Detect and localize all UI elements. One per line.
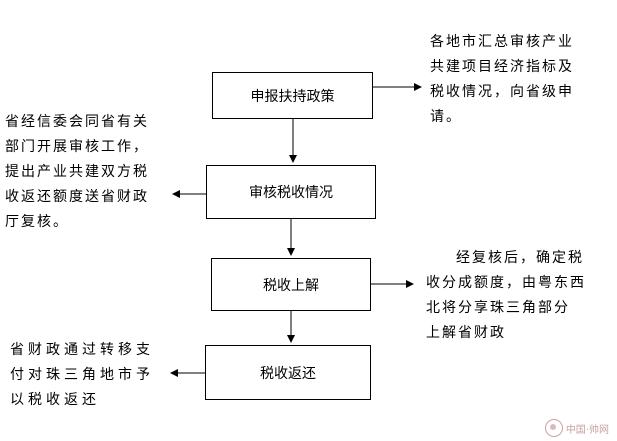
watermark: 中国·帅网 xyxy=(544,419,609,437)
note-right-middle: 经复核后，确定税 收分成额度，由粤东西 北将分享珠三角部分 上解省财政 xyxy=(426,246,586,346)
box-apply-policy-label: 申报扶持政策 xyxy=(250,88,335,105)
note-line: 提出产业共建双方税 xyxy=(5,164,149,180)
note-line: 税收情况，向省级申 xyxy=(430,84,574,100)
note-top-right: 各地市汇总审核产业 共建项目经济指标及 税收情况，向省级申 请。 xyxy=(430,30,574,130)
note-line: 厅复核。 xyxy=(5,214,69,230)
box-submit-tax-label: 税收上解 xyxy=(263,277,319,294)
box-review-tax: 审核税收情况 xyxy=(206,165,376,219)
box-review-tax-label: 审核税收情况 xyxy=(249,185,333,201)
note-line: 经复核后，确定税 xyxy=(456,250,584,266)
watermark-text: 中国·帅网 xyxy=(565,424,609,436)
note-left-upper: 省经信委会同省有关 部门开展审核工作， 提出产业共建双方税 收返还额度送省财政 … xyxy=(5,110,149,235)
note-line: 请。 xyxy=(430,109,462,125)
note-line: 上解省财政 xyxy=(426,325,506,341)
note-line: 以税收返还 xyxy=(10,392,100,408)
logo-icon xyxy=(544,419,563,437)
note-line: 省财政通过转移支 xyxy=(10,342,154,358)
box-apply-policy: 申报扶持政策 xyxy=(212,72,373,119)
note-line: 收返还额度送省财政 xyxy=(5,189,149,205)
note-line: 共建项目经济指标及 xyxy=(430,59,574,75)
note-line: 省经信委会同省有关 xyxy=(5,114,149,130)
note-line: 付对珠三角地市予 xyxy=(10,367,154,383)
note-line: 各地市汇总审核产业 xyxy=(430,34,574,50)
note-left-lower: 省财政通过转移支 付对珠三角地市予 以税收返还 xyxy=(10,338,154,413)
note-line: 部门开展审核工作， xyxy=(5,139,149,155)
note-line: 北将分享珠三角部分 xyxy=(426,300,570,316)
box-refund-tax-label: 税收返还 xyxy=(260,365,316,382)
box-submit-tax: 税收上解 xyxy=(211,258,371,311)
note-line: 收分成额度，由粤东西 xyxy=(426,275,586,291)
box-refund-tax: 税收返还 xyxy=(205,345,371,400)
